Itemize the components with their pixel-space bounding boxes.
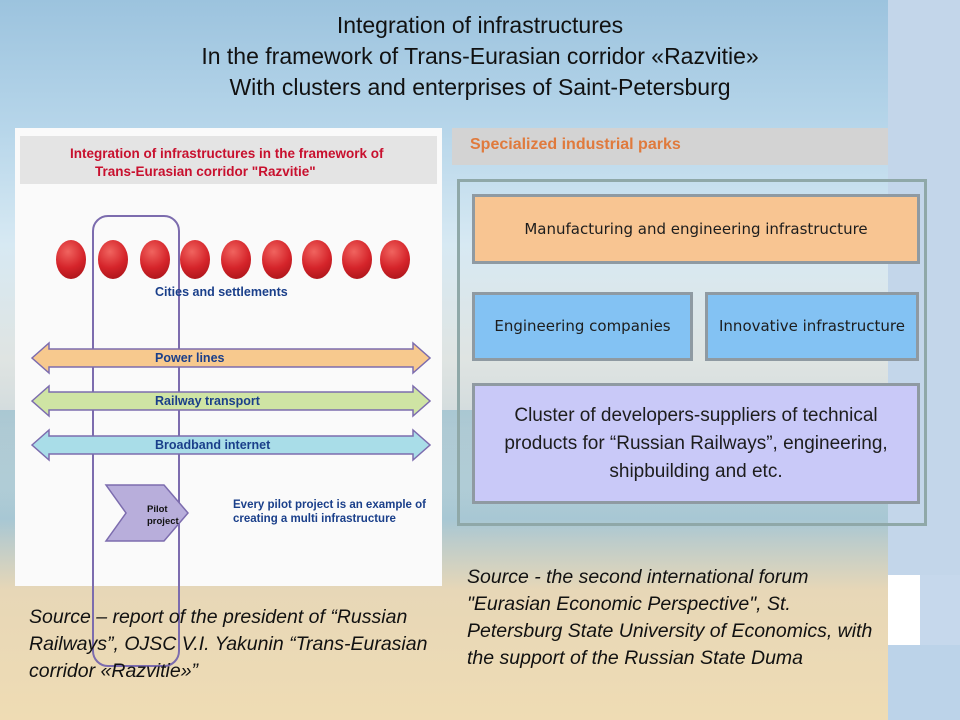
- city-ball: [302, 240, 332, 279]
- city-ball: [221, 240, 251, 279]
- cities-label: Cities and settlements: [155, 285, 288, 299]
- title-line-2: In the framework of Trans-Eurasian corri…: [201, 43, 759, 69]
- power-lines-label: Power lines: [155, 351, 225, 365]
- pilot-project-note: Every pilot project is an example of cre…: [233, 499, 427, 525]
- city-ball: [342, 240, 372, 279]
- infrastructure-diagram-image: Integration of infrastructures in the fr…: [15, 128, 442, 667]
- source-left: Source – report of the president of “Rus…: [29, 606, 428, 682]
- parks-frame: [457, 179, 927, 526]
- city-ball: [140, 240, 170, 279]
- section-label: Specialized industrial parks: [470, 136, 681, 153]
- title-line-1: Integration of infrastructures: [336, 12, 624, 38]
- section-header-bar: Specialized industrial parks: [452, 128, 888, 165]
- strip-block-white: [888, 575, 920, 645]
- railway-transport-label: Railway transport: [155, 394, 260, 408]
- city-ball: [56, 240, 86, 279]
- city-ball: [98, 240, 128, 279]
- title-line-3: With clusters and enterprises of Saint-P…: [229, 74, 731, 100]
- pilot-project-label: Pilot project: [147, 504, 179, 528]
- diagram-header: Integration of infrastructures in the fr…: [20, 136, 437, 184]
- power-lines-arrow: [31, 341, 431, 375]
- pilot-label-line-2: project: [147, 516, 179, 527]
- strip-block-bottom: [888, 645, 960, 720]
- source-right: Source - the second international forum …: [467, 566, 873, 669]
- engineering-companies-box: Engineering companies: [472, 292, 693, 361]
- pilot-label-line-1: Pilot: [147, 504, 168, 515]
- diagram-header-line-1: Integration of infrastructures in the fr…: [70, 146, 384, 161]
- city-ball: [380, 240, 410, 279]
- city-ball: [180, 240, 210, 279]
- manufacturing-box: Manufacturing and engineering infrastruc…: [472, 194, 920, 264]
- city-ball: [262, 240, 292, 279]
- broadband-internet-label: Broadband internet: [155, 438, 271, 452]
- broadband-internet-arrow: [31, 428, 431, 462]
- cluster-box: Cluster of developers-suppliers of techn…: [472, 383, 920, 504]
- railway-transport-arrow: [31, 384, 431, 418]
- innovative-infrastructure-box: Innovative infrastructure: [705, 292, 919, 361]
- pilot-project-chevron: [104, 484, 189, 542]
- diagram-header-line-2: Trans-Eurasian corridor "Razvitie": [95, 164, 316, 179]
